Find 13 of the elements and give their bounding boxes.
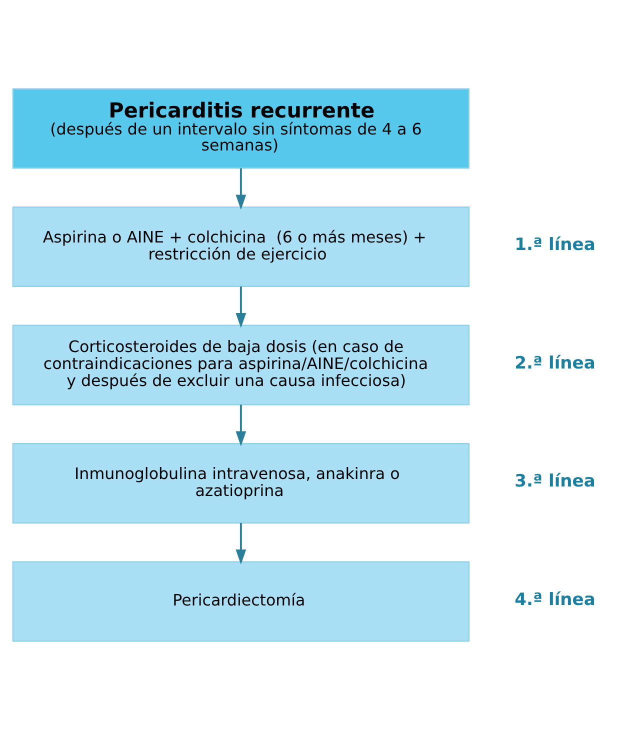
node-label: 2.ª línea <box>514 353 596 374</box>
node-box: Corticosteroides de baja dosis (en caso de contraindicaciones para aspirina/AINE/colchicina y después de excluir una causa infecciosa) <box>12 324 470 406</box>
node-box: Pericardiectomía <box>12 561 470 642</box>
node-box: Inmunoglobulina intravenosa, anakinra o azatioprina <box>12 443 470 524</box>
node-box: Aspirina o AINE + colchicina (6 o más meses) + restricción de ejercicio <box>12 206 470 287</box>
arrow <box>236 404 246 446</box>
node-label: 3.ª línea <box>514 472 596 492</box>
arrow <box>236 168 246 210</box>
arrow <box>236 523 246 564</box>
node-label: 1.ª línea <box>514 235 596 256</box>
node-label: 4.ª línea <box>514 590 596 610</box>
node-box: Pericarditis recurrente (después de un intervalo sin síntomas de 4 a 6 semanas) <box>12 88 470 169</box>
arrow <box>236 286 246 328</box>
